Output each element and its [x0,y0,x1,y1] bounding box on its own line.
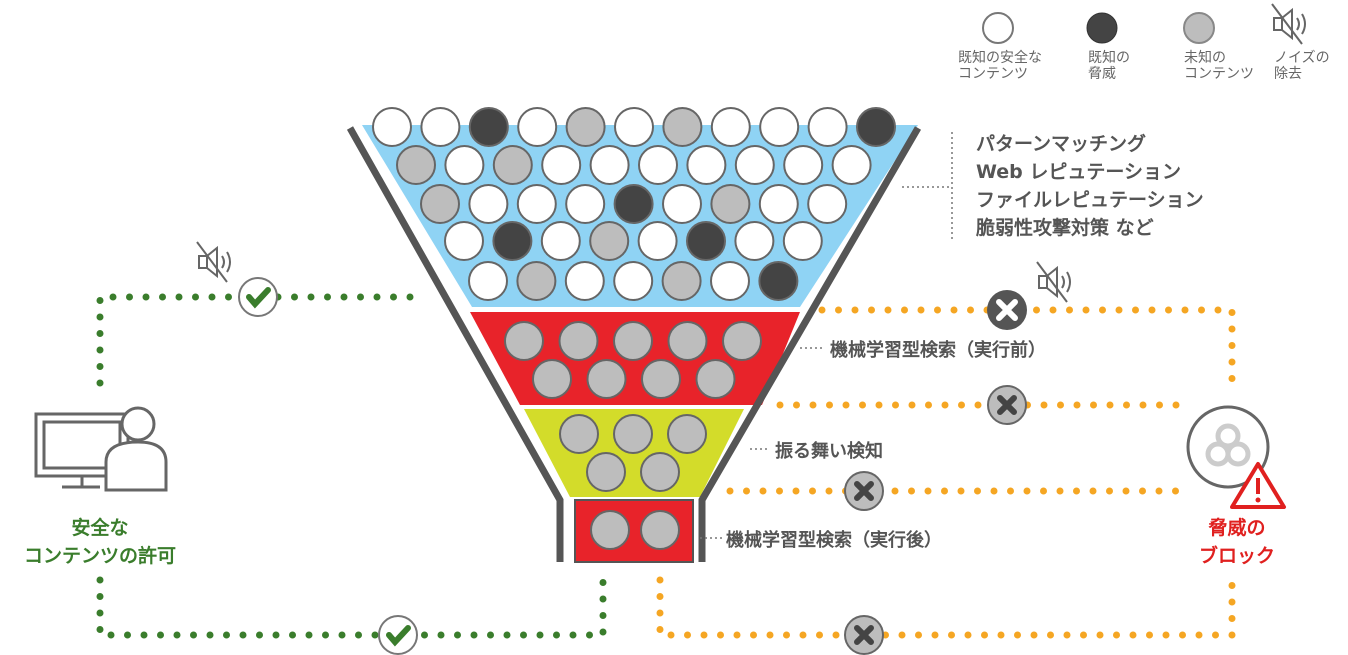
block-label: 脅威のブロック [1198,517,1275,567]
method-item: パターンマッチング [976,133,1147,155]
mute-icon [196,241,231,283]
safe-content-circle [758,184,799,224]
block-x-icon [844,615,884,655]
safe-content-circle [638,145,678,185]
unknown-content-circle [586,359,627,399]
threat-circle [686,221,726,261]
stage-behavior-label: 振る舞い検知 [775,441,883,462]
safe-content-circle [444,221,484,261]
safe-content-circle [831,145,872,185]
user-computer-icon [34,406,168,492]
biohazard-icon [1186,405,1270,489]
allow-path-top [96,293,414,399]
unknown-content-circle [396,145,436,185]
safe-content-circle [686,145,727,185]
safe-content-circle [807,184,848,224]
safe-content-circle [516,184,557,224]
legend-unknown: 未知のコンテンツ [1184,50,1254,82]
safe-content-circle [540,221,581,261]
threat-circle [856,107,896,147]
safe-content-circle [782,221,823,261]
safe-content-circle [444,145,485,185]
unknown-content-circle [661,261,702,301]
legend-threat-circle [1086,12,1118,44]
safe-content-circle [710,261,750,301]
safe-content-circle [637,221,678,261]
method-item: ファイルレピュテーション [976,189,1204,211]
safe-content-circle [734,145,775,185]
safe-content-circle [759,107,800,147]
unknown-content-circle [558,321,599,361]
unknown-content-circle [516,261,557,301]
allow-label: 安全なコンテンツの許可 [23,517,176,567]
legend-mute-icon [1271,3,1306,45]
block-x-icon [844,471,884,511]
safe-content-circle [589,145,630,185]
unknown-content-circle [613,414,653,454]
method-item: 脆弱性攻撃対策 など [976,217,1154,239]
funnel-left-wall [346,126,564,562]
safe-content-circle [734,221,775,261]
unknown-content-circle [695,359,736,399]
legend-unknown-circle [1183,12,1215,44]
unknown-content-circle [559,414,599,454]
method-item: Web レピュテーション [976,161,1182,183]
stage-ml-post-label: 機械学習型検索（実行後） [726,530,942,551]
unknown-content-circle [722,321,762,361]
unknown-content-circle [590,510,630,550]
unknown-content-circle [420,184,460,224]
check-icon [378,615,418,655]
stage-ml-pre-label: 機械学習型検索（実行前） [830,340,1046,361]
block-path-4 [656,576,1236,639]
safe-content-circle [710,107,751,147]
safe-content-circle [564,261,605,301]
unknown-content-circle [532,359,572,399]
unknown-content-circle [662,107,703,147]
threat-circle [468,107,509,147]
legend-noise: ノイズの除去 [1274,50,1330,82]
unknown-content-circle [589,221,630,261]
safe-content-circle [613,261,654,301]
safe-content-circle [807,107,848,147]
safe-content-circle [468,261,508,301]
block-x-icon [987,290,1027,330]
warning-icon [1230,462,1286,509]
safe-content-circle [662,184,702,224]
legend-threat: 既知の脅威 [1088,50,1130,82]
safe-content-circle [517,107,558,147]
legend-safe-circle [982,12,1014,44]
unknown-content-circle [641,359,681,399]
unknown-content-circle [504,321,544,361]
unknown-content-circle [565,107,606,147]
threat-circle [613,184,654,224]
unknown-content-circle [667,414,707,454]
safe-content-circle [420,107,461,147]
funnel-right-wall [698,126,922,562]
mute-icon [1036,261,1071,303]
unknown-content-circle [492,145,533,185]
check-icon [238,277,278,317]
legend-safe: 既知の安全なコンテンツ [958,50,1042,82]
unknown-content-circle [667,321,708,361]
unknown-content-circle [586,452,626,492]
safe-content-circle [783,145,824,185]
threat-circle [492,221,533,261]
block-path-1 [818,306,1236,394]
safe-content-circle [468,184,509,224]
detection-methods-list: パターンマッチング Web レピュテーション ファイルレピュテーション 脆弱性攻… [976,130,1204,242]
allow-path-bottom [96,576,607,639]
safe-content-circle [614,107,654,147]
unknown-content-circle [710,184,751,224]
block-x-icon [987,385,1027,425]
safe-content-circle [372,107,412,147]
safe-content-circle [565,184,606,224]
unknown-content-circle [640,510,680,550]
unknown-content-circle [640,452,680,492]
unknown-content-circle [613,321,653,361]
threat-circle [758,261,799,301]
safe-content-circle [541,145,582,185]
